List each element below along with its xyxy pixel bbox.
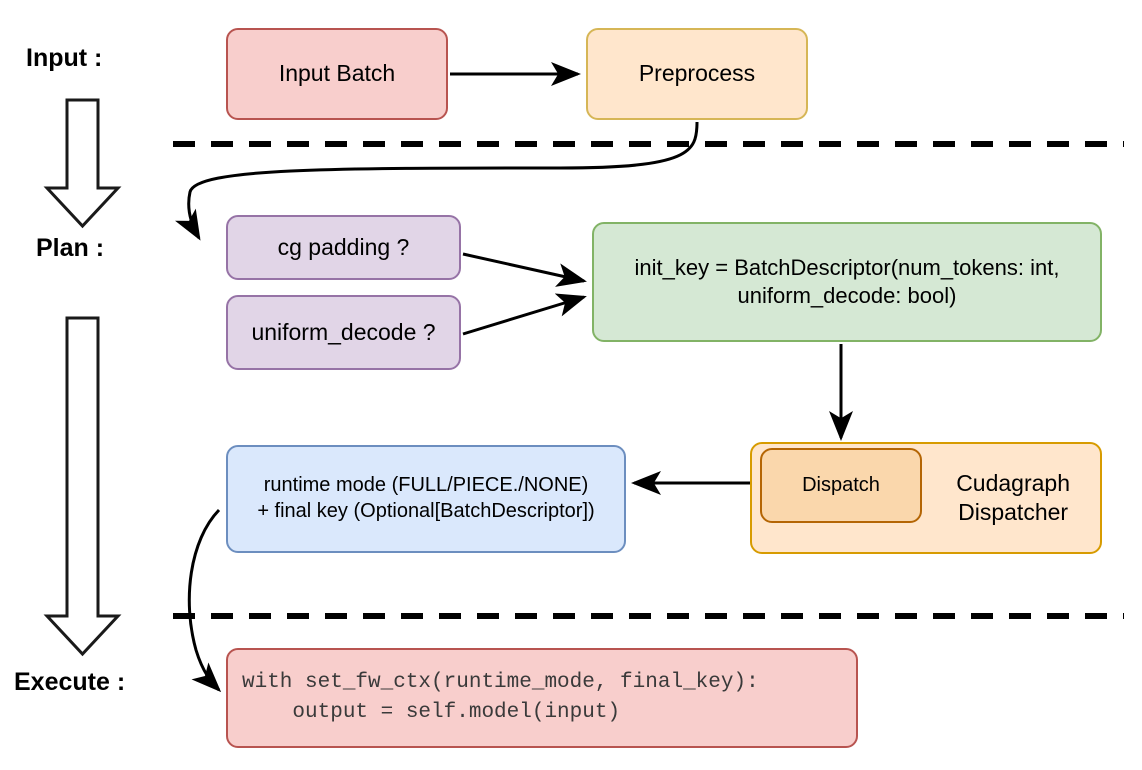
node-init-key[interactable]: init_key = BatchDescriptor(num_tokens: i…	[592, 222, 1102, 342]
node-exec-code[interactable]: with set_fw_ctx(runtime_mode, final_key)…	[226, 648, 858, 748]
node-runtime-mode-label: runtime mode (FULL/PIECE./NONE) + final …	[257, 474, 595, 522]
node-preprocess[interactable]: Preprocess	[586, 28, 808, 120]
stage-arrow-input-to-plan	[43, 98, 122, 229]
stage-label-input: Input :	[26, 44, 103, 72]
node-input-batch[interactable]: Input Batch	[226, 28, 448, 120]
node-dispatch[interactable]: Dispatch	[760, 448, 922, 523]
node-cg-padding-label: cg padding ?	[277, 233, 410, 260]
edge-runtime-mode-to-exec-code	[187, 508, 222, 693]
node-uniform-decode-label: uniform_decode ?	[251, 318, 436, 345]
node-runtime-mode[interactable]: runtime mode (FULL/PIECE./NONE) + final …	[226, 445, 626, 553]
stage-label-execute: Execute :	[14, 668, 126, 696]
node-dispatch-label: Dispatch	[802, 473, 880, 496]
node-init-key-label: init_key = BatchDescriptor(num_tokens: i…	[634, 254, 1060, 308]
edge-cg-padding-to-init-key	[462, 252, 587, 287]
node-preprocess-label: Preprocess	[638, 60, 756, 87]
node-uniform-decode[interactable]: uniform_decode ?	[226, 295, 461, 370]
stage-label-plan: Plan :	[36, 234, 105, 262]
stage-arrow-plan-to-execute	[43, 316, 122, 657]
node-exec-code-label: with set_fw_ctx(runtime_mode, final_key)…	[242, 671, 759, 724]
edge-uniform-decode-to-init-key	[462, 293, 587, 336]
node-cg-padding[interactable]: cg padding ?	[226, 215, 461, 280]
node-input-batch-label: Input Batch	[278, 60, 396, 87]
node-cudagraph-dispatcher-label: Cudagraph Dispatcher	[956, 469, 1070, 525]
